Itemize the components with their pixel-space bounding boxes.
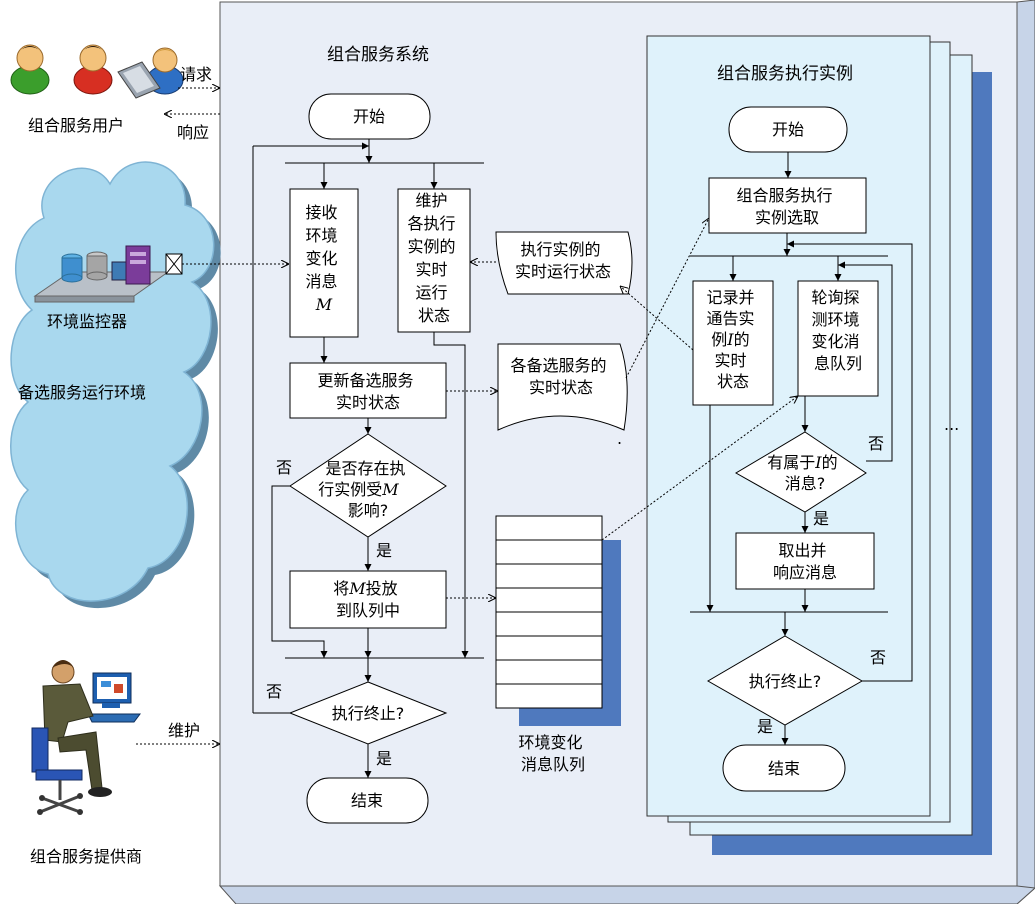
- instance-end-no: 否: [870, 648, 886, 667]
- take-message-box: [735, 532, 875, 590]
- system-end-node: [306, 777, 429, 824]
- maintain-text: 维护 各执行 实例的 实时 运行 状态: [407, 191, 460, 325]
- service-state-document: 各备选服务的 实时状态: [497, 343, 628, 431]
- maintain-label: 维护: [168, 721, 200, 740]
- instance-select-text: 组合服务执行 实例选取: [736, 186, 837, 227]
- message-queue: [495, 515, 621, 726]
- poll-text: 轮询探 测环境 变化消 息队列: [811, 288, 864, 373]
- system-end-yes: 是: [376, 749, 392, 768]
- instance-start-label: 开始: [772, 120, 804, 139]
- decision1-yes: 是: [376, 541, 392, 560]
- instance-title: 组合服务执行实例: [717, 64, 853, 84]
- panel-side-face: [1016, 0, 1035, 904]
- system-start-label: 开始: [353, 107, 385, 126]
- instance-end-yes: 是: [757, 717, 773, 736]
- system-end-no: 否: [266, 682, 282, 701]
- instance-select-box: [708, 177, 867, 234]
- cloud-body: [10, 161, 215, 602]
- update-service-box: [289, 362, 447, 419]
- own-message-no: 否: [868, 434, 884, 453]
- instance-inner-loop: [838, 261, 893, 462]
- laptop-user-icon: [117, 47, 184, 99]
- svg-text:各备选服务的 实时状态: 各备选服务的 实时状态: [510, 356, 611, 397]
- queue-label: 环境变化 消息队列: [518, 733, 587, 774]
- provider-person-icon: [31, 660, 141, 815]
- user-icon: [73, 44, 113, 95]
- panel-bottom-face: [218, 885, 1035, 904]
- take-text: 取出并 响应消息: [773, 541, 837, 582]
- user-icon: [10, 44, 50, 95]
- instance-outer-loop: [787, 240, 913, 682]
- decision1-no: 否: [276, 458, 292, 477]
- users-label: 组合服务用户: [28, 116, 124, 135]
- provider-label: 组合服务提供商: [30, 847, 142, 866]
- users-icons: [10, 44, 184, 99]
- svg-text:执行实例的 实时运行状态: 执行实例的 实时运行状态: [515, 240, 611, 281]
- runtime-state-document: 执行实例的 实时运行状态: [495, 231, 633, 295]
- receive-text: 接收 环境 变化 消息 M: [305, 203, 342, 314]
- environment-label: 备选服务运行环境: [18, 383, 146, 402]
- instance-end-label: 结束: [768, 759, 800, 778]
- crossed-box-icon: [165, 253, 183, 275]
- instance-end-decision-text: 执行终止?: [749, 672, 822, 691]
- response-label: 响应: [177, 123, 209, 142]
- system-end-decision-text: 执行终止?: [332, 704, 405, 723]
- monitor-label: 环境监控器: [47, 312, 127, 331]
- queue-to-poll-dotted: [601, 396, 798, 541]
- request-label: 请求: [180, 65, 212, 84]
- own-message-text: 有属于I的 消息?: [767, 453, 842, 493]
- receive-message-box: [289, 188, 359, 338]
- own-message-yes: 是: [813, 509, 829, 528]
- poll-queue-box: [797, 280, 879, 397]
- decision1-text: 是否存在执 行实例受M 影响?: [318, 459, 410, 520]
- record-to-runtime-dotted: [620, 286, 694, 351]
- system-title: 组合服务系统: [327, 45, 429, 65]
- record-text: 记录并 通告实 例I的 实时 状态: [706, 288, 759, 391]
- record-state-box: [692, 280, 774, 406]
- instance-end-node: [722, 744, 846, 792]
- put-text: 将M投放 到队列中: [333, 579, 403, 620]
- stray-dot: .: [617, 429, 622, 448]
- system-end-label: 结束: [351, 791, 383, 810]
- put-queue-box: [289, 570, 447, 629]
- instance-ellipsis: ...: [944, 415, 959, 434]
- update-text: 更新备选服务 实时状态: [317, 371, 418, 412]
